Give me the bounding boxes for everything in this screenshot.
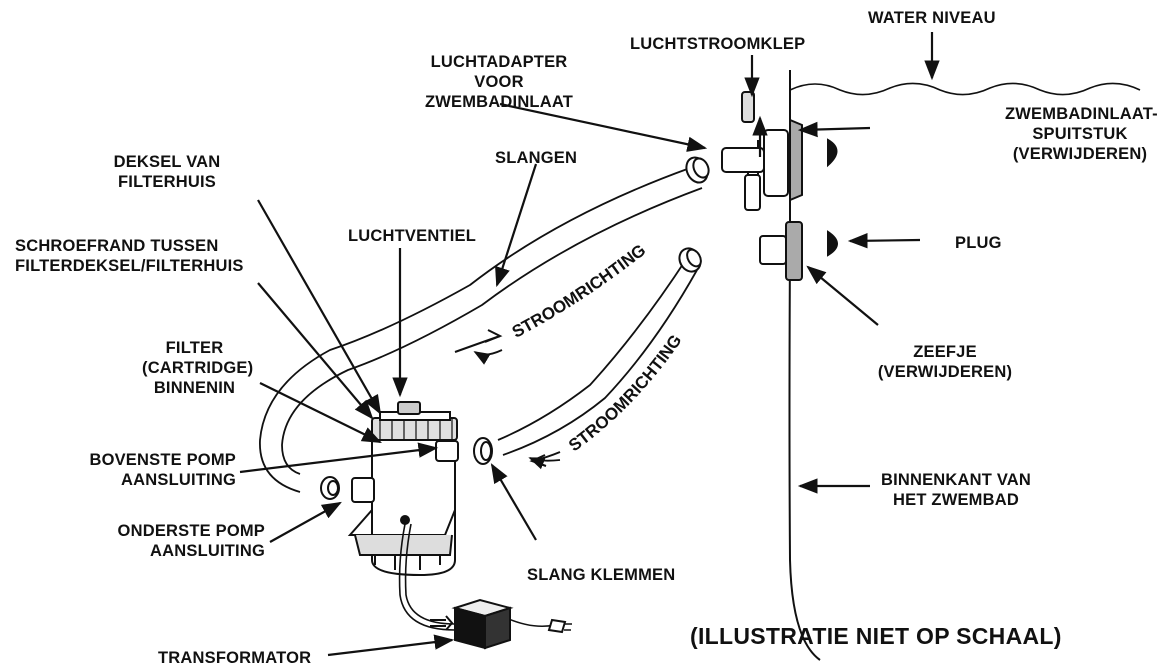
label-zeefje-line2: (VERWIJDEREN) [877, 363, 1013, 381]
inlet-fitting [721, 91, 838, 211]
label-deksel: DEKSEL VAN FILTERHUIS [112, 152, 222, 192]
transformer-box [451, 598, 572, 650]
label-luchtventiel: LUCHTVENTIEL [348, 227, 476, 245]
label-filter-line3: BINNENIN [153, 379, 236, 397]
label-filter-line2: (CARTRIDGE) [142, 359, 254, 377]
leader-arrows [239, 32, 940, 657]
label-schroefrand-line2: FILTERDEKSEL/FILTERHUIS [15, 257, 244, 275]
label-schroefrand: SCHROEFRAND TUSSEN FILTERDEKSEL/FILTERHU… [15, 236, 244, 276]
flow-arrow-heads [430, 329, 561, 631]
flow-direction-lower: STROOMRICHTING [565, 331, 685, 455]
hose-lower [497, 257, 698, 456]
label-luchtadapter-line2: VOOR [474, 73, 524, 91]
label-transformator: TRANSFORMATOR [158, 649, 312, 667]
label-zwembadinlaat: ZWEMBADINLAAT- SPUITSTUK (VERWIJDEREN) [1005, 104, 1158, 164]
hose-clamp-inlet [685, 156, 710, 184]
pool-wall [788, 70, 821, 661]
label-luchtadapter-line1: LUCHTADAPTER [430, 53, 568, 71]
label-zwembadinlaat-line2: SPUITSTUK [1032, 125, 1128, 143]
label-bovenste-line2: AANSLUITING [121, 471, 236, 489]
label-onderste-line2: AANSLUITING [150, 542, 265, 560]
label-onderste-line1: ONDERSTE POMP [117, 522, 265, 540]
label-water-niveau: WATER NIVEAU [868, 9, 996, 27]
label-luchtadapter-line3: ZWEMBADINLAAT [424, 93, 573, 111]
label-bovenste-line1: BOVENSTE POMP [89, 451, 236, 469]
label-zwembadinlaat-line1: ZWEMBADINLAAT- [1005, 105, 1158, 123]
label-binnenkant: BINNENKANT VAN HET ZWEMBAD [876, 470, 1036, 510]
label-binnenkant-line1: BINNENKANT VAN [880, 471, 1032, 489]
label-not-to-scale: (ILLUSTRATIE NIET OP SCHAAL) [690, 623, 1062, 649]
hose-clamp-pump-bottom [320, 476, 340, 500]
outlet-fitting [759, 221, 838, 281]
label-schroefrand-line1: SCHROEFRAND TUSSEN [15, 237, 219, 255]
label-filter: FILTER (CARTRIDGE) BINNENIN [142, 338, 254, 398]
label-zeefje: ZEEFJE (VERWIJDEREN) [875, 342, 1015, 382]
label-binnenkant-line2: HET ZWEMBAD [893, 491, 1019, 509]
label-onderste: ONDERSTE POMP AANSLUITING [82, 521, 265, 561]
label-luchtadapter: LUCHTADAPTER VOOR ZWEMBADINLAAT [414, 52, 584, 112]
label-slangen: SLANGEN [495, 149, 578, 167]
label-deksel-line1: DEKSEL VAN [113, 153, 221, 171]
label-filter-line1: FILTER [165, 339, 224, 357]
label-luchtstroomklep: LUCHTSTROOMKLEP [630, 35, 806, 53]
hose-upper [259, 167, 703, 493]
label-deksel-line2: FILTERHUIS [118, 173, 216, 191]
label-bovenste: BOVENSTE POMP AANSLUITING [58, 450, 236, 490]
hose-clamp-pump-top [473, 437, 493, 465]
hose-clamp-outlet [678, 247, 702, 273]
label-zwembadinlaat-line3: (VERWIJDEREN) [1012, 145, 1148, 163]
pump-filter-unit [347, 401, 459, 577]
water-surface [789, 82, 1141, 96]
label-zeefje-line1: ZEEFJE [913, 343, 977, 361]
label-plug: PLUG [955, 234, 1002, 252]
flow-direction-upper: STROOMRICHTING [509, 240, 649, 341]
label-slang-klemmen: SLANG KLEMMEN [527, 566, 676, 584]
